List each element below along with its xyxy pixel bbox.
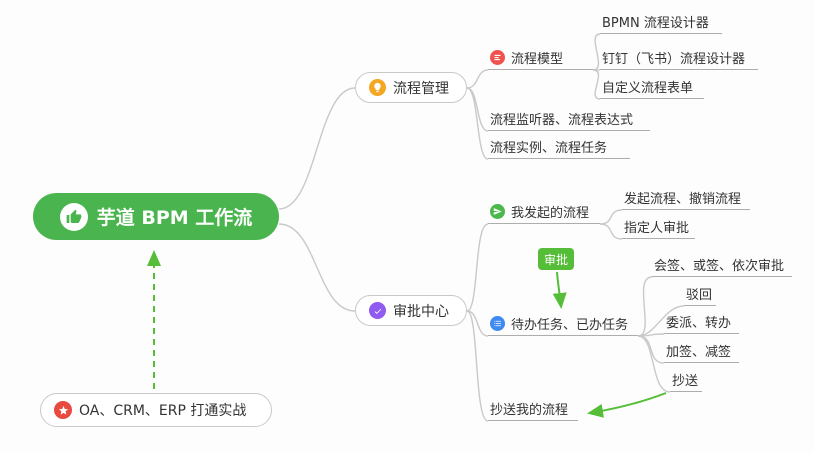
thumbs-up-icon bbox=[59, 202, 88, 231]
topic-label: 审批中心 bbox=[393, 303, 449, 320]
topic-label: 加签、减签 bbox=[666, 345, 732, 360]
arrow-cc-link bbox=[587, 392, 667, 418]
connector-approval-initiated bbox=[466, 223, 489, 312]
connector-initiated-child2 bbox=[599, 223, 623, 240]
task-list-icon bbox=[490, 316, 505, 331]
topic-label: 会签、或签、依次审批 bbox=[654, 259, 785, 274]
topic-delegate-transfer[interactable]: 委派、转办 bbox=[664, 310, 739, 334]
send-icon bbox=[490, 204, 505, 219]
topic-label: 抄送 bbox=[672, 374, 699, 389]
topic-label: 指定人审批 bbox=[624, 221, 690, 236]
topic-add-remove-sign[interactable]: 加签、减签 bbox=[664, 339, 739, 363]
connector-tasks-child2 bbox=[637, 305, 685, 337]
topic-process-instance[interactable]: 流程实例、流程任务 bbox=[488, 135, 630, 159]
topic-process-management[interactable]: 流程管理 bbox=[355, 72, 467, 103]
topic-cc-my-process[interactable]: 抄送我的流程 bbox=[488, 397, 578, 421]
connector-tasks-child5 bbox=[637, 335, 671, 393]
topic-my-initiated[interactable]: 我发起的流程 bbox=[488, 200, 600, 224]
root-topic-label: 芋道 BPM 工作流 bbox=[96, 207, 253, 229]
check-icon bbox=[369, 302, 386, 319]
lightbulb-icon bbox=[369, 79, 386, 96]
topic-label: OA、CRM、ERP 打通实战 bbox=[79, 403, 247, 419]
topic-label: 委派、转办 bbox=[666, 316, 732, 331]
connector-tasks-child1 bbox=[637, 276, 653, 337]
topic-process-listener[interactable]: 流程监听器、流程表达式 bbox=[488, 107, 650, 131]
topic-todo-done-tasks[interactable]: 待办任务、已办任务 bbox=[488, 312, 638, 336]
topic-label: 钉钉（飞书）流程设计器 bbox=[602, 52, 746, 67]
process-model-icon bbox=[490, 50, 505, 65]
topic-assignee-approve[interactable]: 指定人审批 bbox=[622, 215, 695, 239]
topic-reject[interactable]: 驳回 bbox=[684, 282, 716, 306]
topic-label: 流程实例、流程任务 bbox=[490, 141, 608, 156]
connector-root-approval bbox=[278, 223, 356, 312]
connector-model-customform bbox=[592, 69, 601, 100]
topic-initiate-cancel[interactable]: 发起流程、撤销流程 bbox=[622, 186, 750, 210]
connector-model-bpmn bbox=[592, 33, 601, 71]
approval-badge: 审批 bbox=[538, 248, 574, 270]
arrow-badge-to-tasks bbox=[552, 271, 567, 309]
star-icon bbox=[54, 401, 72, 419]
topic-label: 流程管理 bbox=[393, 80, 449, 97]
topic-cc[interactable]: 抄送 bbox=[670, 368, 702, 392]
topic-label: 流程模型 bbox=[511, 52, 564, 67]
connector-initiated-child1 bbox=[599, 209, 623, 225]
topic-label: 抄送我的流程 bbox=[490, 403, 569, 418]
connector-approval-tasks bbox=[466, 310, 489, 337]
topic-label: 发起流程、撤销流程 bbox=[624, 192, 742, 207]
topic-bpmn-designer[interactable]: BPMN 流程设计器 bbox=[600, 10, 722, 34]
connector-approval-cc bbox=[466, 310, 489, 422]
topic-label: BPMN 流程设计器 bbox=[602, 16, 709, 31]
connector-process-instance bbox=[466, 87, 489, 160]
topic-label: 自定义流程表单 bbox=[602, 81, 694, 96]
connector-tasks-child4 bbox=[637, 335, 665, 364]
approval-badge-label: 审批 bbox=[543, 252, 568, 267]
topic-label: 待办任务、已办任务 bbox=[511, 318, 629, 333]
topic-label: 流程监听器、流程表达式 bbox=[490, 113, 634, 128]
topic-custom-form[interactable]: 自定义流程表单 bbox=[600, 75, 704, 99]
topic-approval-center[interactable]: 审批中心 bbox=[355, 295, 467, 326]
topic-practice[interactable]: OA、CRM、ERP 打通实战 bbox=[40, 393, 272, 427]
connector-root-process bbox=[278, 87, 356, 210]
topic-countersign[interactable]: 会签、或签、依次审批 bbox=[652, 253, 792, 277]
root-topic[interactable]: 芋道 BPM 工作流 bbox=[33, 193, 279, 240]
topic-dingtalk-designer[interactable]: 钉钉（飞书）流程设计器 bbox=[600, 46, 758, 70]
topic-label: 我发起的流程 bbox=[511, 206, 590, 221]
connector-process-model bbox=[466, 69, 489, 89]
topic-process-model[interactable]: 流程模型 bbox=[488, 46, 593, 70]
topic-label: 驳回 bbox=[686, 288, 713, 303]
